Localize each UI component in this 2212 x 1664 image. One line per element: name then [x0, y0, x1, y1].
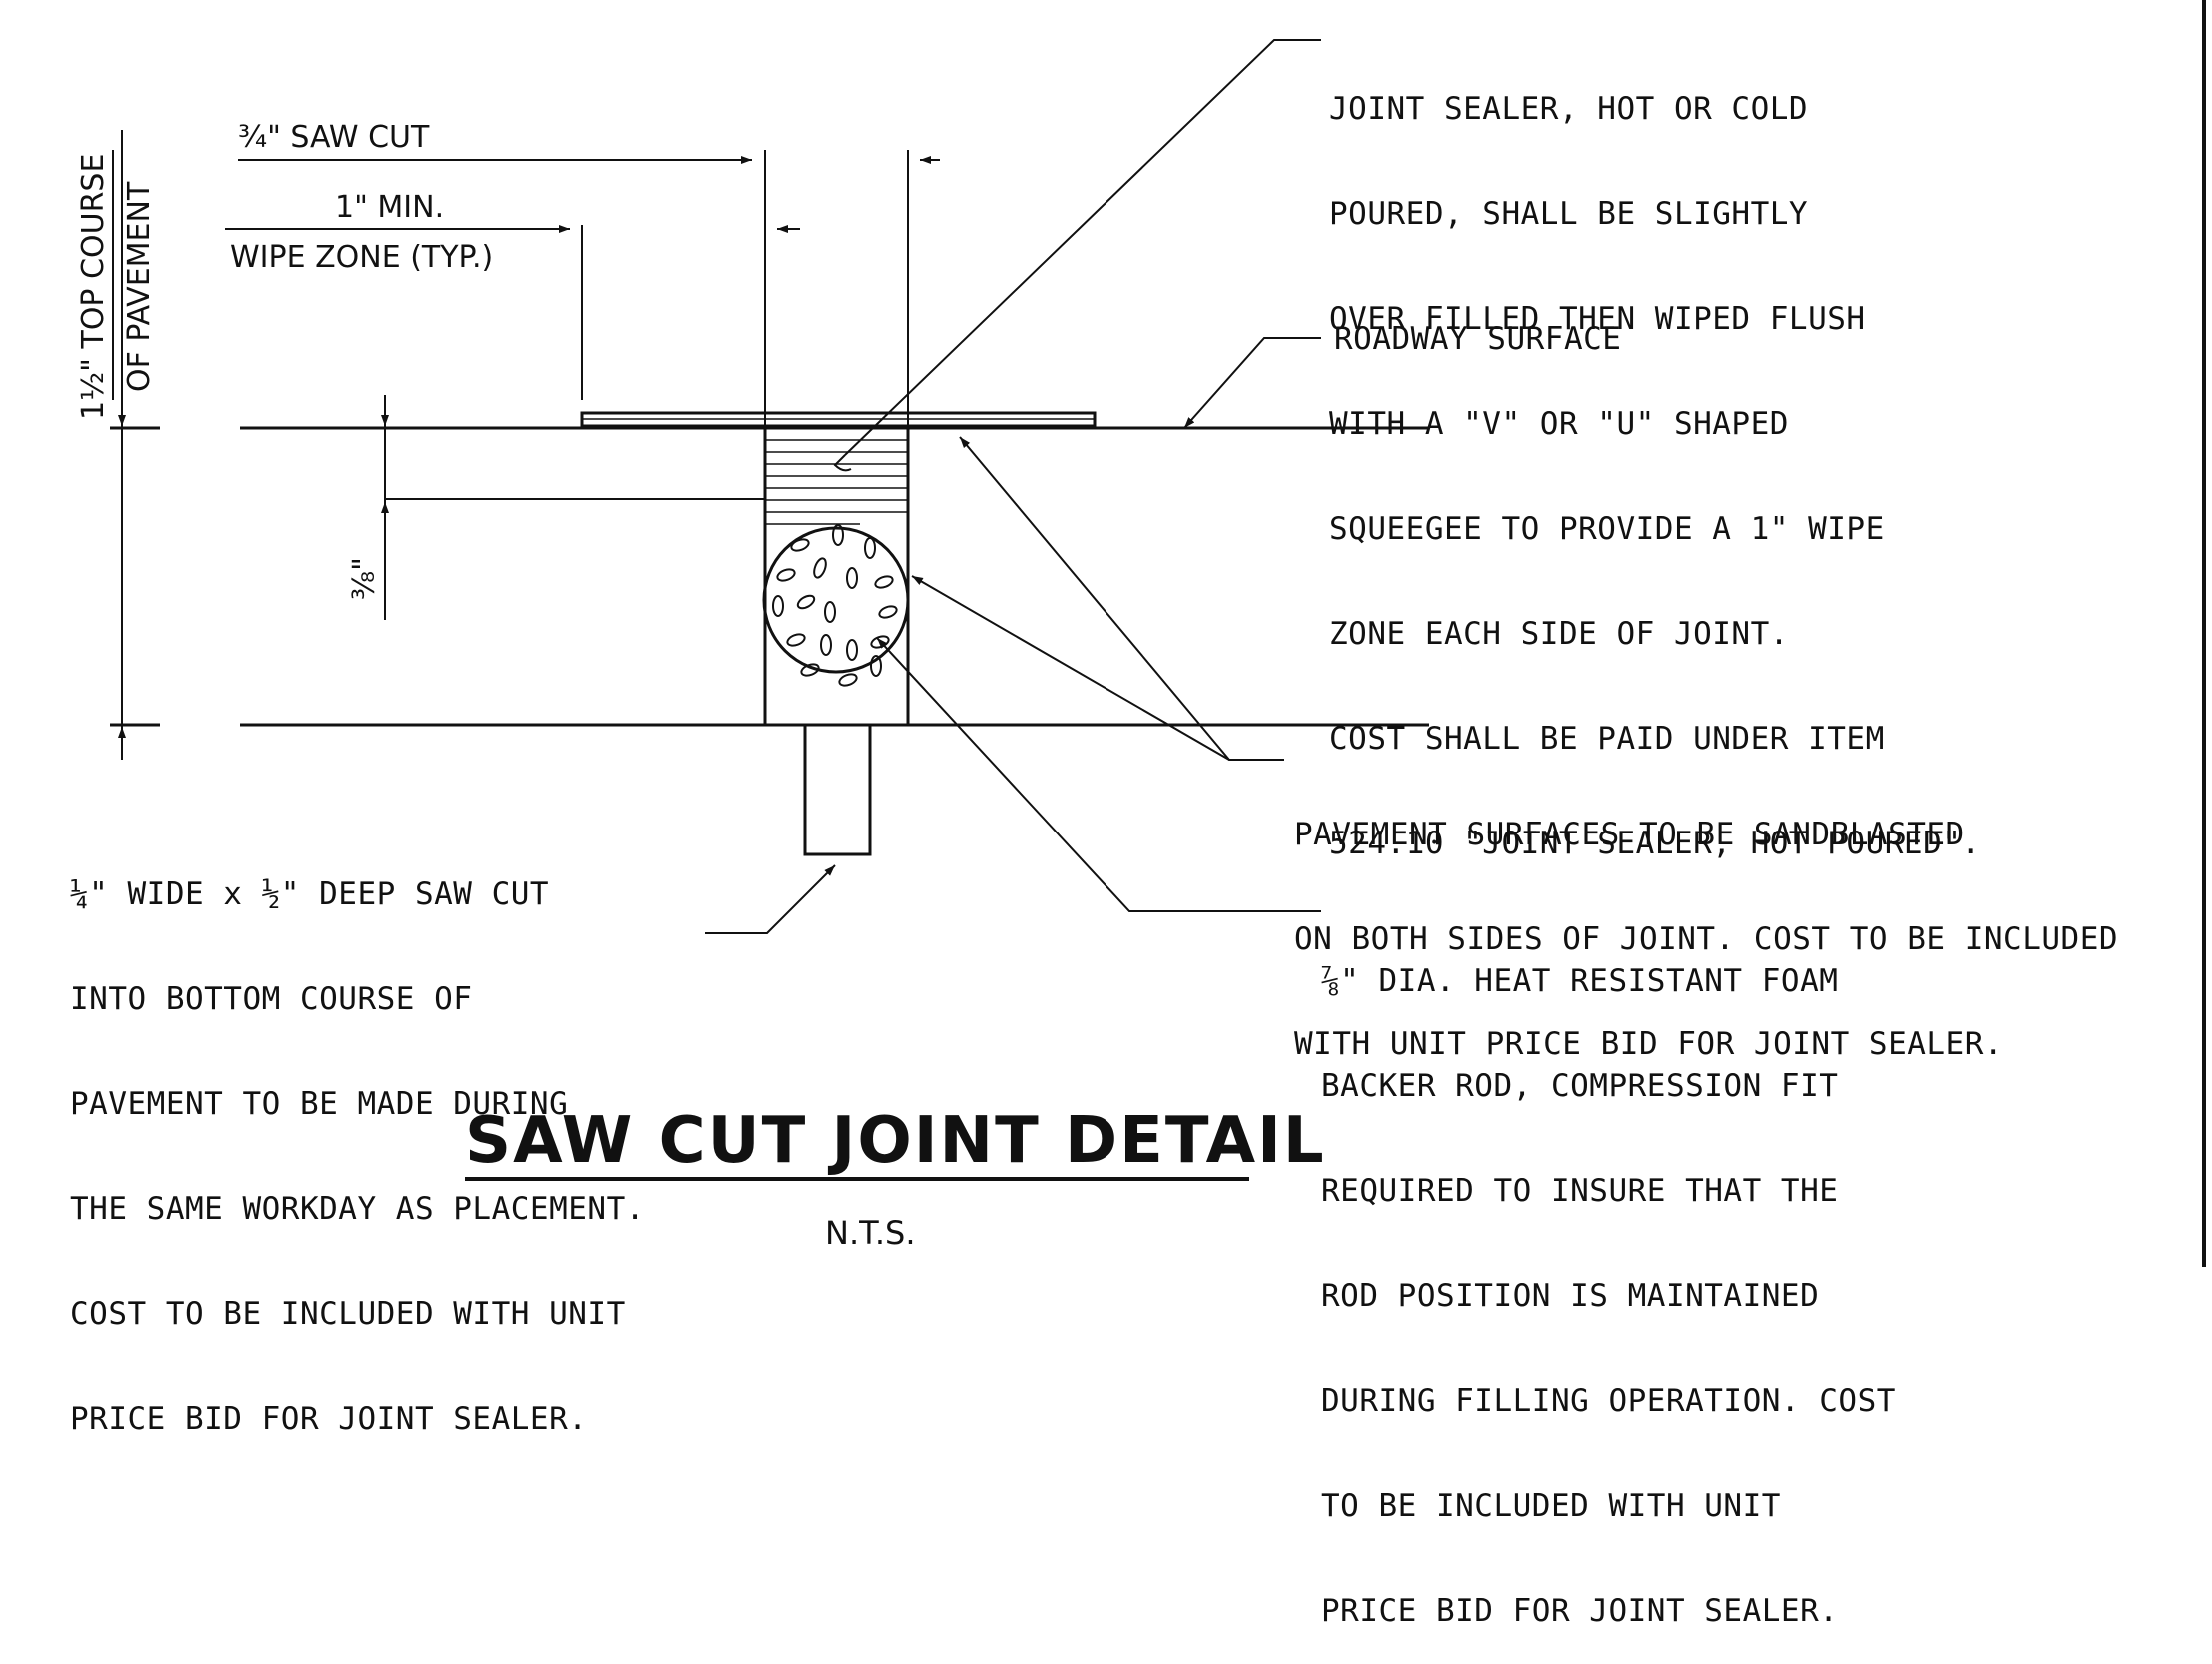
- roadway-surface-note: ROADWAY SURFACE: [1334, 321, 1622, 357]
- note-line: DURING FILLING OPERATION. COST: [1321, 1383, 1896, 1419]
- backer-rod-note: ⅞" DIA. HEAT RESISTANT FOAM BACKER ROD, …: [1321, 894, 1896, 1664]
- drawing-linework: [110, 0, 2206, 1267]
- top-course-label-2: OF PAVEMENT: [122, 181, 157, 392]
- note-line: OVER FILLED THEN WIPED FLUSH: [1329, 301, 1866, 337]
- detail-drawing: ¾" SAW CUT 1" MIN. WIPE ZONE (TYP.) ⅜" 1…: [70, 0, 2206, 1629]
- top-course-label: 1½" TOP COURSE: [76, 153, 111, 420]
- detail-title: SAW CUT JOINT DETAIL: [465, 1104, 1326, 1178]
- wipe-zone-label: WIPE ZONE (TYP.): [230, 240, 494, 275]
- note-line: POURED, SHALL BE SLIGHTLY: [1329, 196, 1809, 232]
- note-line: ⅞" DIA. HEAT RESISTANT FOAM: [1321, 963, 1839, 999]
- note-line: WITH A "V" OR "U" SHAPED: [1329, 406, 1789, 442]
- note-line: SQUEEGEE TO PROVIDE A 1" WIPE: [1329, 511, 1885, 547]
- note-line: 524.10 "JOINT SEALER, HOT POURED".: [1329, 826, 1981, 861]
- min-wipe-dimension-label: 1" MIN.: [335, 190, 445, 225]
- note-line: JOINT SEALER, HOT OR COLD: [1329, 91, 1809, 127]
- note-line: INTO BOTTOM COURSE OF: [70, 981, 473, 1017]
- note-line: COST SHALL BE PAID UNDER ITEM: [1329, 721, 1885, 757]
- saw-cut-dimension-label: ¾" SAW CUT: [238, 120, 430, 155]
- note-line: REQUIRED TO INSURE THAT THE: [1321, 1173, 1839, 1209]
- note-line: WITH UNIT PRICE BID FOR JOINT SEALER.: [1294, 1026, 2004, 1062]
- joint-sealer-note: JOINT SEALER, HOT OR COLD POURED, SHALL …: [1329, 22, 1981, 896]
- scale-label: N.T.S.: [825, 1214, 916, 1252]
- note-line: THE SAME WORKDAY AS PLACEMENT.: [70, 1191, 645, 1227]
- depth-dimension-label: ⅜": [347, 557, 382, 600]
- sandblast-note: PAVEMENT SURFACES TO BE SANDBLASTED ON B…: [1294, 748, 2118, 1097]
- note-line: PRICE BID FOR JOINT SEALER.: [70, 1401, 588, 1437]
- bottom-saw-cut: [803, 723, 872, 856]
- sealer-hatch: [765, 439, 908, 525]
- note-line: ROD POSITION IS MAINTAINED: [1321, 1278, 1820, 1314]
- note-line: COST TO BE INCLUDED WITH UNIT: [70, 1296, 626, 1332]
- note-line: TO BE INCLUDED WITH UNIT: [1321, 1488, 1781, 1524]
- note-line: PAVEMENT TO BE MADE DURING: [70, 1086, 569, 1122]
- note-line: BACKER ROD, COMPRESSION FIT: [1321, 1068, 1839, 1104]
- note-line: ZONE EACH SIDE OF JOINT.: [1329, 616, 1789, 652]
- backer-rod: [762, 526, 910, 674]
- backer-rod-texture: [772, 524, 898, 687]
- note-line: ON BOTH SIDES OF JOINT. COST TO BE INCLU…: [1294, 921, 2119, 957]
- note-line: ¼" WIDE x ½" DEEP SAW CUT: [70, 876, 550, 912]
- note-line: PRICE BID FOR JOINT SEALER.: [1321, 1593, 1839, 1629]
- note-line: PAVEMENT SURFACES TO BE SANDBLASTED: [1294, 817, 1965, 852]
